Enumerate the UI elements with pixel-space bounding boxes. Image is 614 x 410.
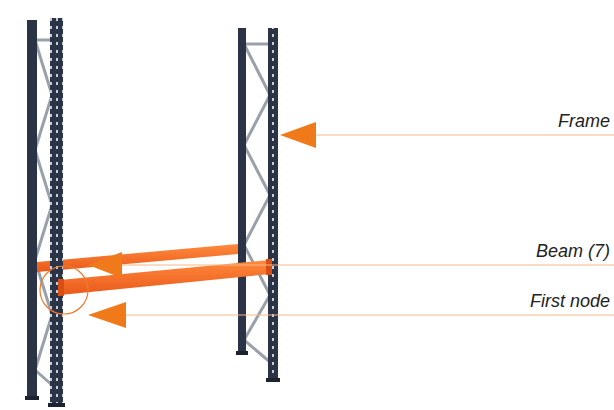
node-circle (40, 266, 88, 314)
arrow-head (280, 122, 316, 148)
upright (238, 28, 246, 353)
upright (27, 20, 37, 398)
upright (50, 18, 63, 405)
callout-label: Frame (558, 112, 610, 132)
leader-line (120, 135, 614, 315)
callout-label: Beam (7) (536, 242, 610, 262)
frame-bracing (35, 40, 52, 385)
arrow-head (88, 252, 122, 278)
frame-bracing (244, 44, 270, 362)
callout-label: First node (530, 292, 610, 312)
upright (268, 28, 278, 380)
arrow-head (88, 302, 126, 328)
